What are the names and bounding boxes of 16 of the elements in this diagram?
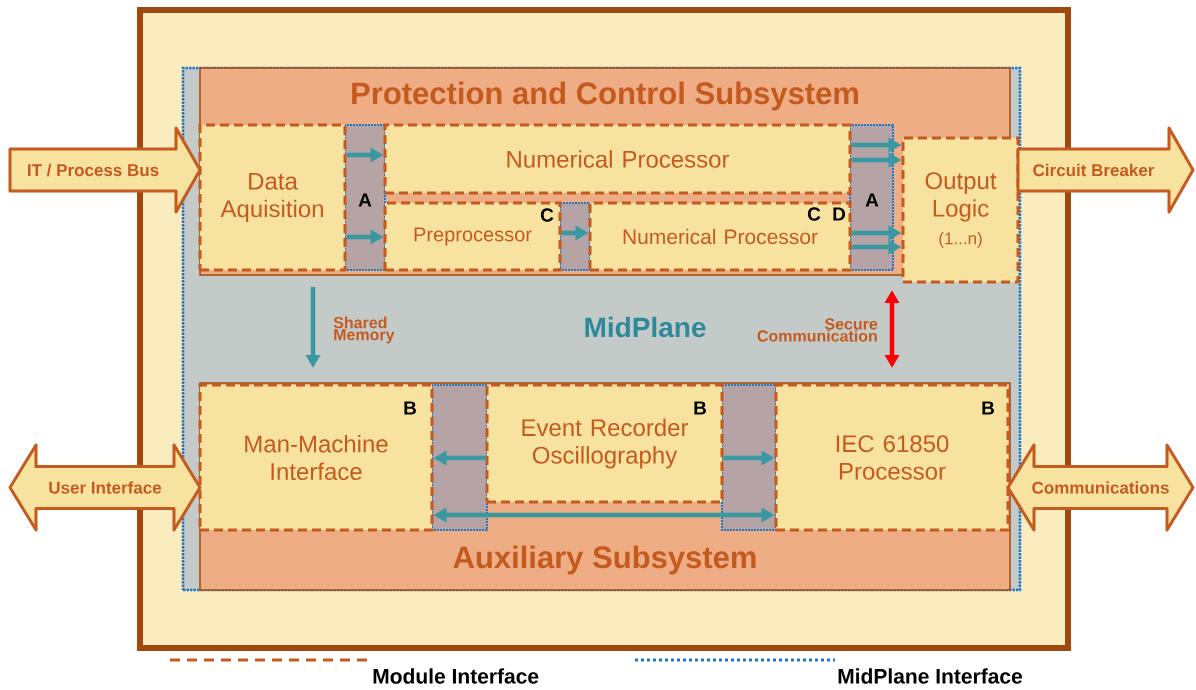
letter-marker: B: [404, 401, 416, 415]
panel-title: MidPlane: [585, 316, 706, 338]
annotation-text: Shared Memory: [333, 316, 395, 344]
annotation-text: Secure Communication: [757, 318, 878, 342]
legend-text: Module Interface: [373, 668, 539, 684]
letter-marker: D: [833, 207, 846, 221]
module-box: Output Logic (1...n): [901, 136, 1020, 284]
letter-marker: A: [865, 193, 879, 207]
letter-marker: B: [982, 401, 994, 415]
letter-marker: C: [807, 207, 821, 221]
letter-marker: B: [694, 401, 706, 415]
module-box: Numerical Processor: [383, 123, 852, 195]
letter-marker: A: [358, 193, 372, 207]
module-box: Data Aquisition: [198, 123, 347, 272]
letter-marker: C: [540, 208, 554, 222]
legend-text: MidPlane Interface: [838, 668, 1022, 684]
